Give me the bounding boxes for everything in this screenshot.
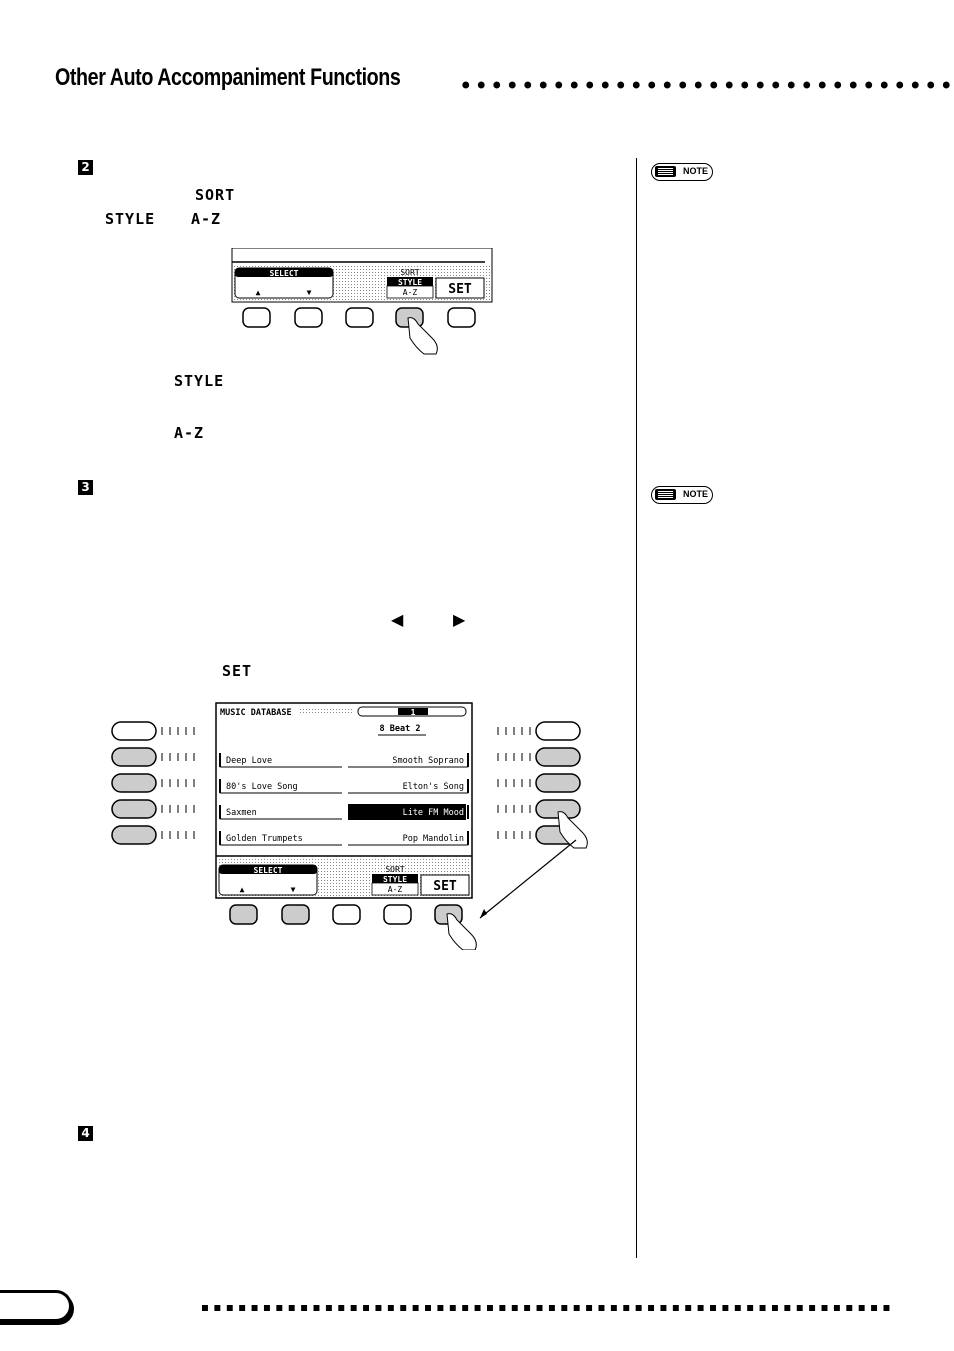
lcd-button-select-up[interactable] [229,904,258,925]
select-down-arrow: ▼ [307,288,312,297]
az-option: A-Z [388,885,403,894]
az-option: A-Z [403,288,418,297]
left-button-3[interactable] [111,773,157,793]
lcd-button-select-down[interactable] [281,904,310,925]
step-number-4: 4 [78,1126,93,1141]
sort-caption: SORT [385,865,404,874]
lcd-illustration-sort: SELECT ▲ ▼ SORT STYLE A-Z SET [231,248,493,355]
lcd-button-1[interactable] [242,307,271,328]
list-item-selected[interactable]: Lite FM Mood [403,808,464,818]
right-button-4[interactable] [535,799,581,819]
selected-style: 8 Beat 2 [380,724,421,734]
note-label: NOTE [683,489,709,499]
sort-label: SORT [195,186,236,204]
right-button-1[interactable] [535,721,581,741]
list-item[interactable]: Elton's Song [403,782,464,792]
step-number-2: 2 [78,160,93,175]
lcd-illustration-music-database: MUSIC DATABASE 1 8 Beat 2 Deep Love 80's… [111,702,588,950]
right-arrow-icon: ▶ [453,610,466,629]
select-up-arrow: ▲ [240,885,245,894]
left-button-4[interactable] [111,799,157,819]
list-item[interactable]: 80's Love Song [226,782,298,792]
page-title: Other Auto Accompaniment Functions [55,64,401,91]
list-item[interactable]: Pop Mandolin [403,834,464,844]
left-style-list: Deep Love 80's Love Song Saxmen Golden T… [219,753,342,846]
page-indicator: 1 [411,708,416,717]
left-button-5[interactable] [111,825,157,845]
footer-dash-rule [202,1305,892,1311]
list-item[interactable]: Saxmen [226,808,257,818]
right-style-list: Smooth Soprano Elton's Song Lite FM Mood… [348,753,469,846]
page-number-tab [0,1290,72,1322]
note-label: NOTE [683,166,709,176]
right-button-3[interactable] [535,773,581,793]
select-down-arrow: ▼ [291,885,296,894]
pressing-hand-icon [407,317,438,355]
style-option: STYLE [398,278,422,287]
left-button-2[interactable] [111,747,157,767]
step-number-3: 3 [78,480,93,495]
lcd-button-2[interactable] [294,307,323,328]
music-database-header: MUSIC DATABASE [220,708,292,718]
az-label: A-Z [191,210,222,228]
note-icon [655,166,676,177]
select-label: SELECT [254,866,283,875]
style-label: STYLE [105,210,156,228]
note-icon [655,489,676,500]
connector-arrow [479,839,577,919]
note-badge: NOTE [651,163,713,181]
list-item[interactable]: Golden Trumpets [226,834,303,844]
right-button-2[interactable] [535,747,581,767]
list-item[interactable]: Smooth Soprano [392,756,464,766]
select-label: SELECT [270,269,299,278]
list-item[interactable]: Deep Love [226,756,272,766]
set-caption: SET [448,282,472,297]
sort-caption: SORT [400,268,419,277]
pressing-hand-icon [557,811,588,849]
set-label: SET [222,662,253,680]
column-divider [636,158,637,1258]
lcd-button-set[interactable] [447,307,476,328]
arrowhead-icon [480,909,487,918]
az-desc-label: A-Z [174,424,205,442]
set-caption: SET [433,879,457,894]
lcd-button-3[interactable] [345,307,374,328]
select-up-arrow: ▲ [256,288,261,297]
left-arrow-icon: ◀ [391,610,404,629]
lcd-button-sort[interactable] [383,904,412,925]
note-badge: NOTE [651,486,713,504]
style-option: STYLE [383,875,407,884]
left-button-1[interactable] [111,721,157,741]
style-desc-label: STYLE [174,372,225,390]
title-dot-leader [458,80,954,90]
pressing-hand-icon [446,913,477,950]
lcd-button-3[interactable] [332,904,361,925]
